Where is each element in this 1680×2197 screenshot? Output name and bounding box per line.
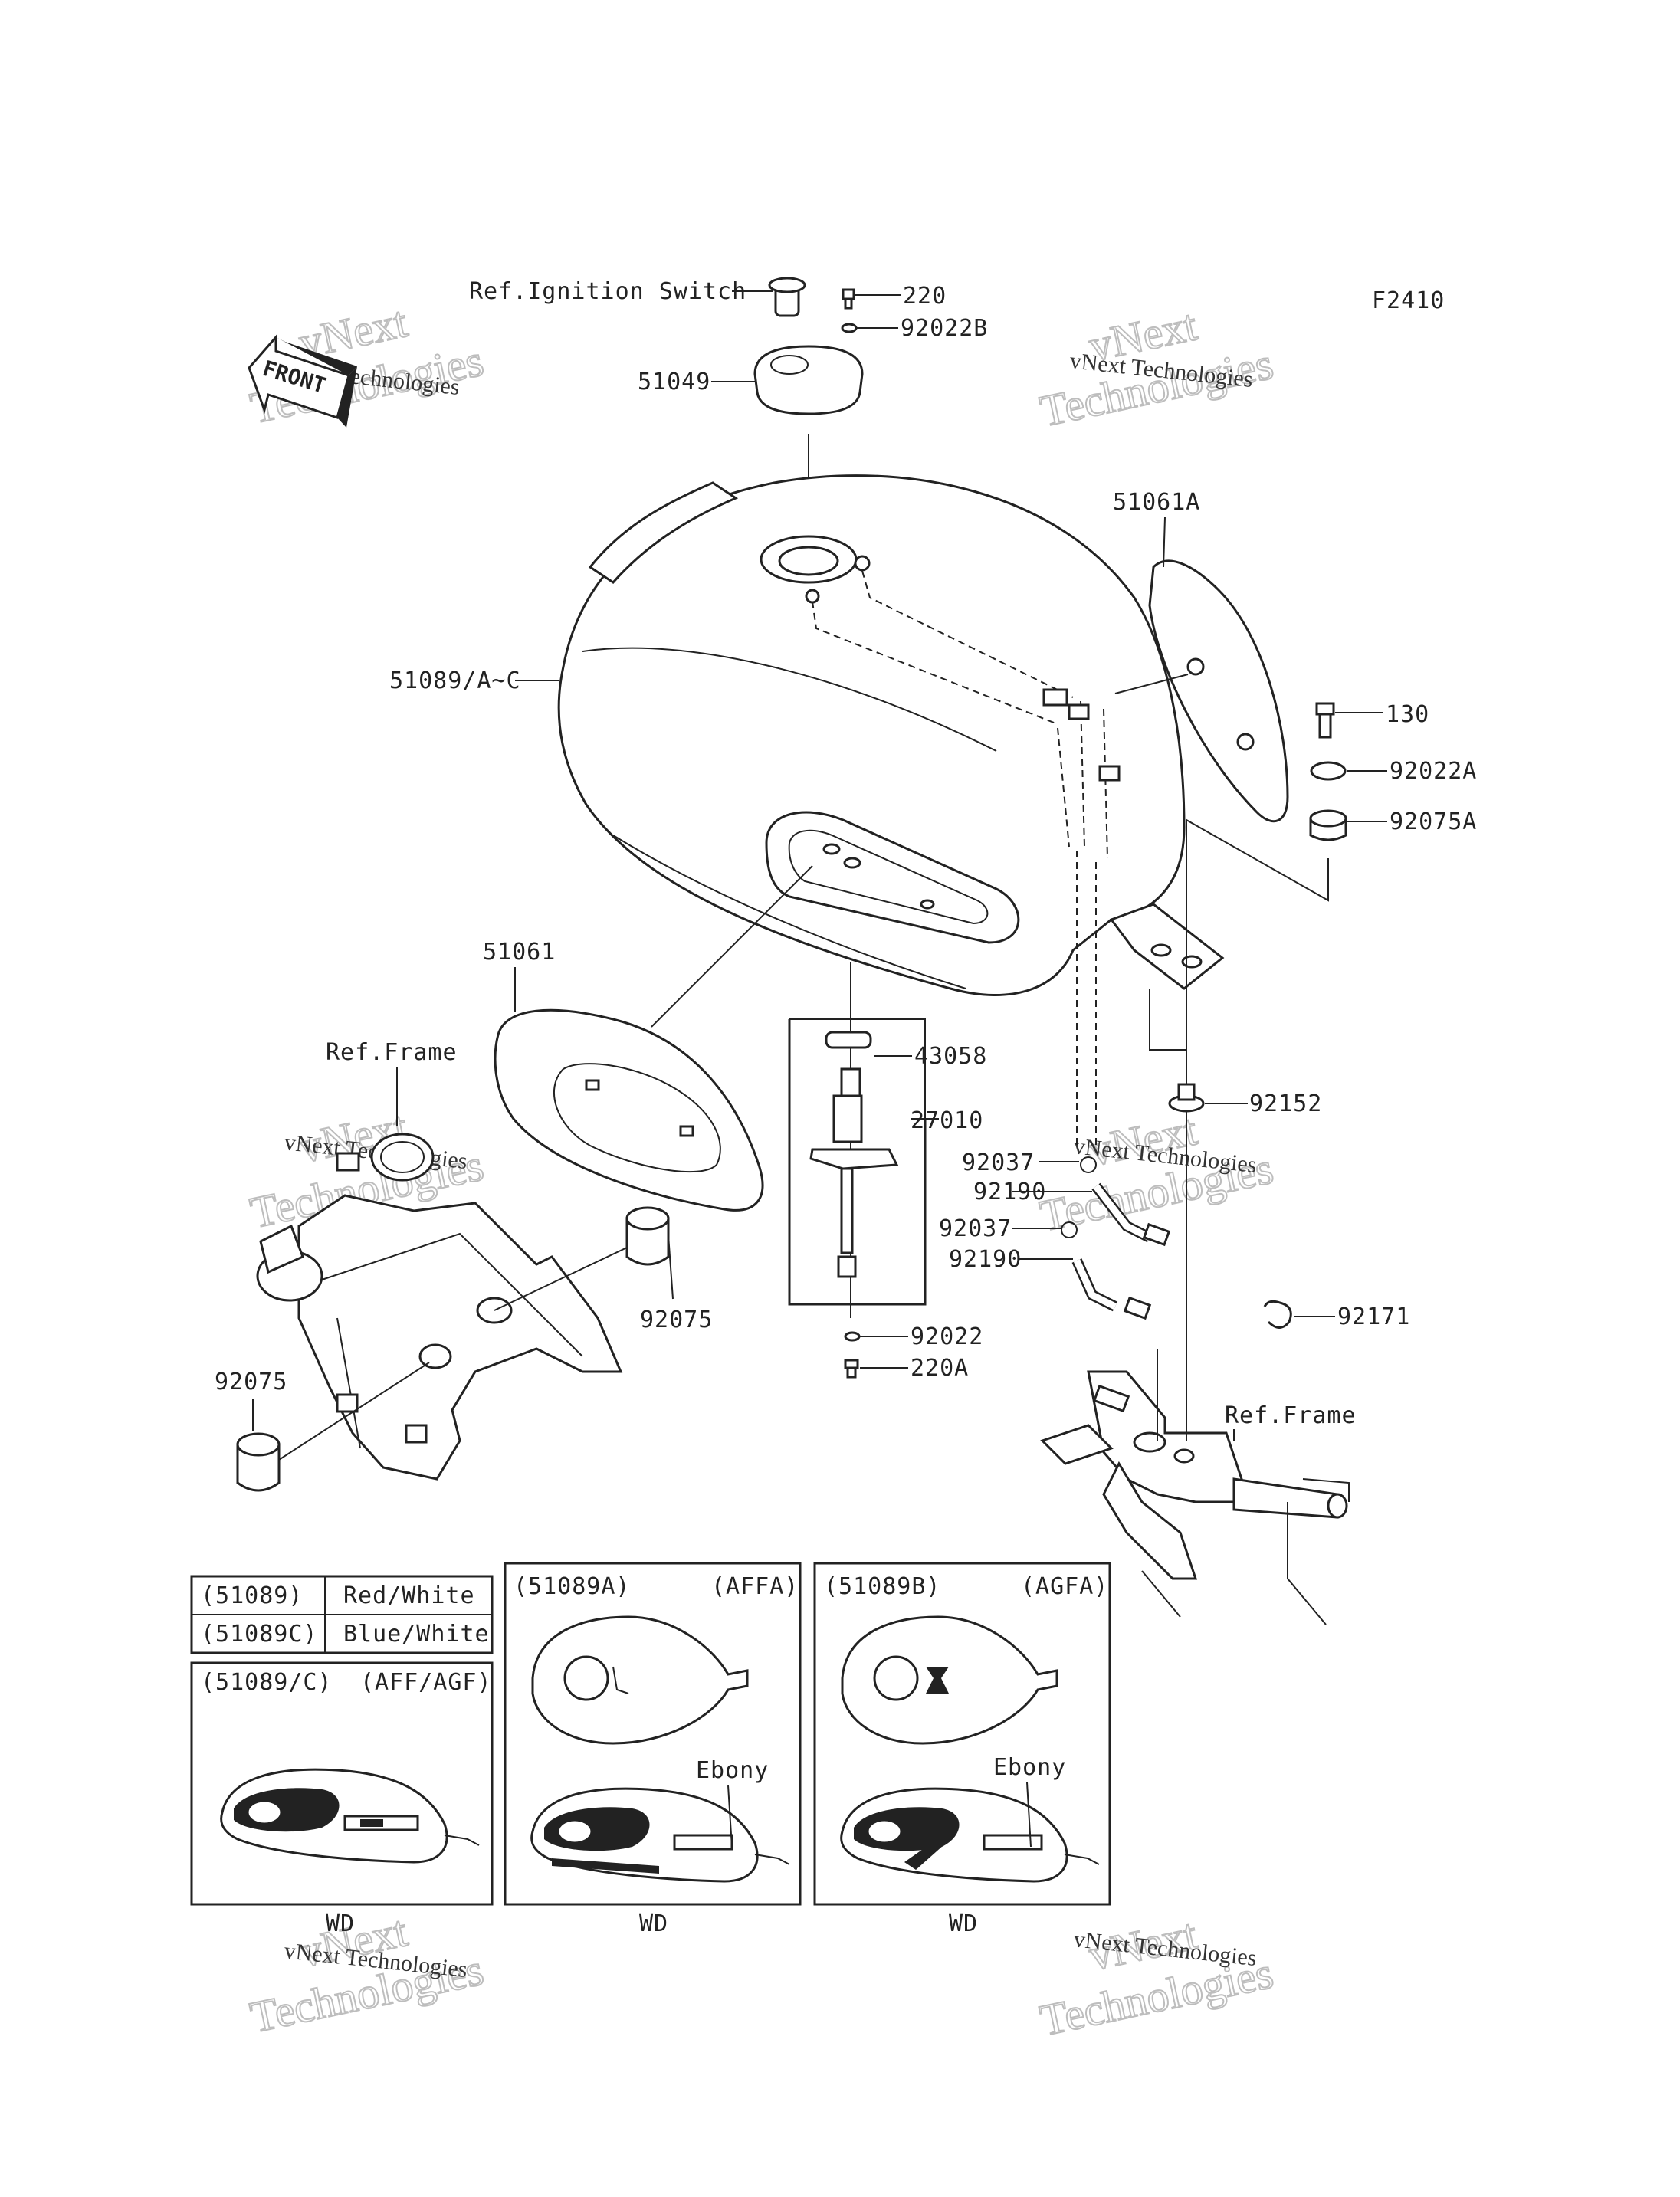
bolt-220A-icon xyxy=(844,1359,859,1379)
bolt-130-icon xyxy=(1315,702,1335,739)
label-92190-upper: 92190 xyxy=(973,1179,1046,1205)
washer-92022A-icon xyxy=(1310,761,1347,781)
label-92075A: 92075A xyxy=(1390,808,1477,835)
fuel-pump-group-box xyxy=(788,1019,927,1306)
label-92037-upper: 92037 xyxy=(962,1149,1035,1176)
hose-92190-upper xyxy=(1091,1182,1171,1247)
frame-right xyxy=(1040,1370,1350,1625)
variant-51089B-tank-top xyxy=(841,1615,1058,1745)
bolt-220-icon xyxy=(842,288,855,310)
variant-51089A-caption: WD xyxy=(639,1910,668,1937)
variant-51089A-code: (51089A) xyxy=(514,1573,631,1600)
variant-51089A-tank-side xyxy=(530,1787,790,1883)
variant-51089B-caption: WD xyxy=(949,1910,978,1937)
color-table-row2-code: (51089C) xyxy=(201,1621,318,1648)
side-cover-51061A xyxy=(1148,559,1289,823)
label-ref-ignition-switch: Ref.Ignition Switch xyxy=(469,278,746,305)
variant-51089B-market: (AGFA) xyxy=(1021,1573,1108,1600)
label-51049: 51049 xyxy=(638,369,710,395)
damper-92075-right xyxy=(625,1206,670,1266)
variant-51089A-tank-top xyxy=(531,1615,749,1745)
variant-51089C-market: (AFF/AGF) xyxy=(360,1669,492,1696)
label-92075-right: 92075 xyxy=(640,1307,713,1333)
hose-92190-lower xyxy=(1071,1258,1152,1320)
label-51089: 51089/A~C xyxy=(389,667,521,694)
variant-51089B-tank-side xyxy=(840,1787,1100,1883)
fuel-tank-51089 xyxy=(557,474,1225,997)
variant-box-51089B xyxy=(813,1562,1111,1906)
washer-92022B-icon xyxy=(841,323,858,333)
label-27010: 27010 xyxy=(911,1107,983,1134)
ignition-switch-knob xyxy=(768,277,806,317)
label-92022: 92022 xyxy=(911,1323,983,1350)
frame-left xyxy=(256,1133,623,1481)
watermark-bottom-right: vNext Technologies xyxy=(1035,1908,1278,2046)
gasket-43058-icon xyxy=(825,1031,872,1049)
label-92022B: 92022B xyxy=(901,315,988,342)
fuel-pump-27010 xyxy=(809,1067,899,1278)
label-43058: 43058 xyxy=(914,1043,987,1070)
label-92190-lower: 92190 xyxy=(949,1246,1022,1273)
color-table-row1-code: (51089) xyxy=(201,1582,303,1609)
color-table xyxy=(190,1575,494,1654)
label-ref-frame-left: Ref.Frame xyxy=(326,1039,458,1066)
variant-box-51089A xyxy=(504,1562,802,1906)
side-cover-51061 xyxy=(494,1008,764,1212)
clamp-92171-icon xyxy=(1263,1300,1292,1329)
label-ref-frame-right: Ref.Frame xyxy=(1225,1402,1357,1429)
clamp-92037-lower-icon xyxy=(1061,1221,1078,1238)
label-220A: 220A xyxy=(911,1355,969,1382)
variant-51089A-market: (AFFA) xyxy=(711,1573,799,1600)
clamp-92037-upper-icon xyxy=(1080,1156,1097,1173)
label-51061: 51061 xyxy=(483,939,556,966)
variant-51089C-caption: WD xyxy=(326,1910,355,1937)
variant-51089B-note: Ebony xyxy=(993,1754,1066,1781)
label-220: 220 xyxy=(903,283,947,310)
variant-box-51089C xyxy=(190,1661,494,1906)
variant-51089A-note: Ebony xyxy=(696,1757,769,1784)
label-92022A: 92022A xyxy=(1390,758,1477,785)
label-92037-lower: 92037 xyxy=(939,1215,1012,1242)
washer-92022-icon xyxy=(844,1331,861,1342)
label-130: 130 xyxy=(1386,701,1429,728)
diagram-code: F2410 xyxy=(1372,287,1445,314)
variant-51089C-tank-side xyxy=(220,1768,480,1864)
grommet-92152-icon xyxy=(1168,1083,1205,1113)
damper-92075A-icon xyxy=(1309,809,1347,841)
label-92152: 92152 xyxy=(1249,1090,1322,1117)
color-table-row2-color: Blue/White xyxy=(343,1621,490,1648)
label-51061A: 51061A xyxy=(1113,489,1200,516)
damper-92075-left xyxy=(236,1432,281,1492)
variant-51089C-code: (51089/C) xyxy=(201,1669,333,1696)
variant-51089B-code: (51089B) xyxy=(824,1573,941,1600)
label-92171: 92171 xyxy=(1337,1303,1410,1330)
tank-cap-cover-51049 xyxy=(753,345,864,415)
color-table-row1-color: Red/White xyxy=(343,1582,475,1609)
label-92075-left: 92075 xyxy=(215,1369,287,1395)
